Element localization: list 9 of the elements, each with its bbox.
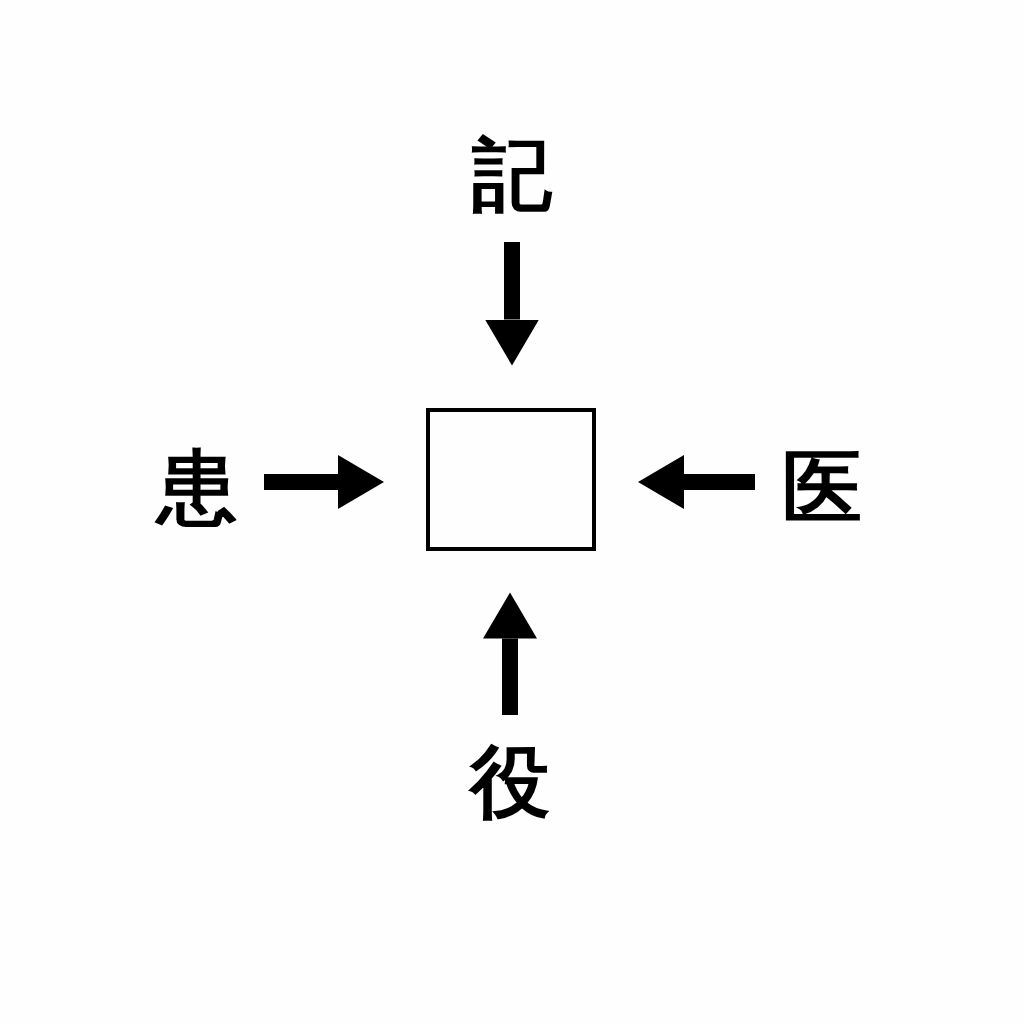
- arrow: [264, 455, 384, 509]
- arrow: [638, 455, 755, 509]
- character-label: 記: [470, 133, 554, 217]
- empty-box: [426, 407, 596, 551]
- character-label: 患: [155, 446, 239, 530]
- character-label: 役: [468, 740, 552, 824]
- character-label: 医: [780, 446, 864, 530]
- arrow: [485, 242, 539, 366]
- arrow: [483, 592, 537, 715]
